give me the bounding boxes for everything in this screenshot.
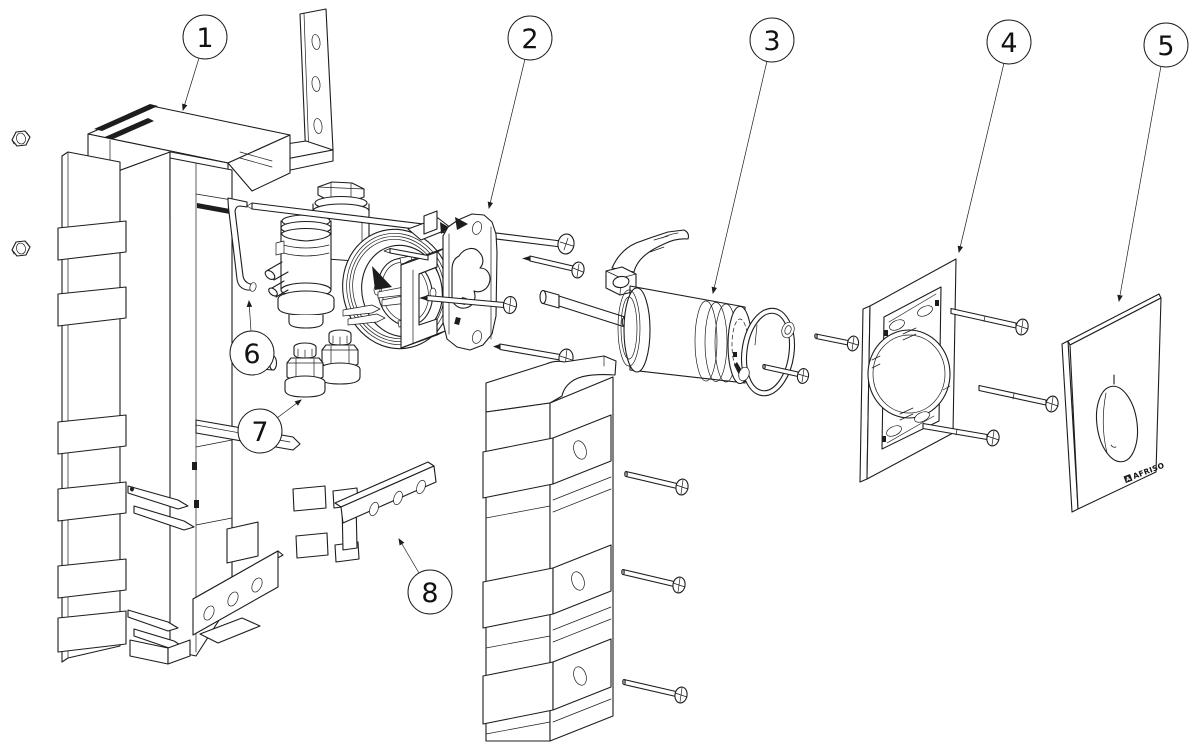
callout-3: 3 <box>711 17 795 295</box>
svg-text:6: 6 <box>243 339 260 370</box>
rail-screw-3 <box>622 678 688 704</box>
rail-screw-1 <box>624 470 689 496</box>
clip-bracket <box>292 461 437 563</box>
lever-arm <box>605 229 690 296</box>
valve-body-front <box>264 214 335 329</box>
callout-7: 7 <box>237 399 302 454</box>
hex-nut-top-left <box>11 130 31 147</box>
svg-text:2: 2 <box>521 24 538 55</box>
svg-text:8: 8 <box>421 578 438 609</box>
mounting-frame <box>57 104 301 665</box>
screw-cyl-upper <box>814 333 860 352</box>
cover-plate: A AFRISO <box>1061 293 1166 513</box>
svg-text:4: 4 <box>1000 28 1017 59</box>
pipe-elbow <box>227 197 257 292</box>
stepped-pin <box>539 289 629 328</box>
hex-nut-bottom-left <box>11 240 31 257</box>
mounting-rail <box>482 355 617 742</box>
svg-text:7: 7 <box>251 417 268 448</box>
adapter-bracket <box>400 210 498 351</box>
mounting-ring-frame <box>859 258 957 483</box>
union-fittings <box>284 329 361 398</box>
frame-screw-2 <box>978 384 1059 413</box>
frame-screw-1 <box>950 307 1029 336</box>
svg-text:5: 5 <box>1157 31 1174 62</box>
o-ring <box>738 307 796 397</box>
svg-text:1: 1 <box>196 23 213 54</box>
callout-2: 2 <box>487 15 553 210</box>
callout-5: 5 <box>1117 22 1189 303</box>
callout-8: 8 <box>398 538 453 615</box>
callout-1: 1 <box>182 14 228 112</box>
screw-short-tip <box>383 247 429 261</box>
rail-screw-2 <box>621 568 686 594</box>
callout-6: 6 <box>229 299 275 376</box>
logo-mark-letter: A <box>1125 476 1132 483</box>
screw-cyl-lower <box>762 363 810 384</box>
frame-screw-3 <box>922 422 1000 447</box>
screw-upper-mid <box>522 255 585 279</box>
screw-mid <box>419 294 518 315</box>
callout-4: 4 <box>957 19 1032 254</box>
cartridge-cylinder <box>617 285 753 385</box>
callouts: 1 2 3 4 5 <box>182 14 1189 615</box>
svg-text:3: 3 <box>763 26 780 57</box>
